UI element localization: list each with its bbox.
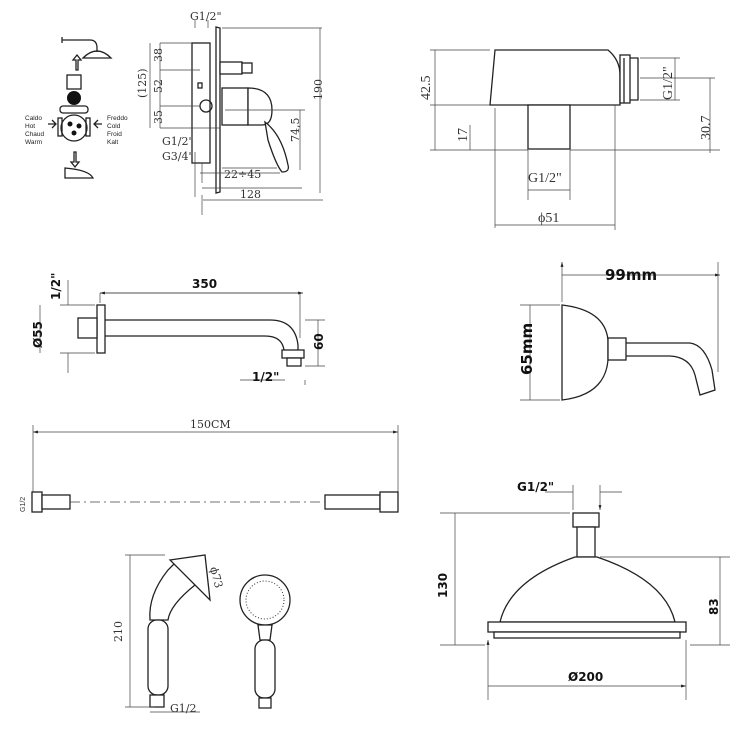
arrow-in-hot-icon: [48, 119, 57, 129]
dim-g12-bottom: G1/2": [528, 171, 562, 186]
dim-phi55: Ø55: [31, 321, 45, 348]
shower-hose: 150CM G1/2: [20, 418, 399, 513]
dim-42-5: 42.5: [419, 76, 434, 101]
label-freddo: Freddo: [107, 115, 128, 122]
label-hot: Hot: [25, 123, 35, 130]
label-caldo: Caldo: [25, 115, 42, 122]
dim-52: 52: [152, 79, 165, 93]
dim-350: 350: [192, 277, 217, 291]
shower-head-icon: [61, 37, 113, 59]
shower-head-thread: G1/2": [517, 480, 554, 494]
arm-wall-fitting: 42.5 17 G1/2" 30.7 G1/2" ϕ51: [419, 49, 720, 230]
cold-label: Freddo Cold Froid Kalt: [107, 115, 128, 146]
dim-190: 190: [312, 79, 325, 100]
label-cold: Cold: [107, 123, 121, 130]
dim-35: 35: [152, 110, 165, 124]
label-chaud: Chaud: [25, 131, 45, 138]
dim-phi73: ϕ73: [207, 565, 225, 589]
wall-bracket: 99mm 65mm: [518, 262, 720, 401]
dim-99mm: 99mm: [605, 266, 657, 284]
dim-g12-side: G1/2": [661, 66, 676, 100]
arrow-in-cold-icon: [93, 119, 102, 129]
dim-150cm: 150CM: [190, 418, 231, 431]
hand-shower-thread: G1/2: [170, 702, 197, 715]
dim-83: 83: [707, 598, 721, 615]
dim-half-inch-top: 1/2": [49, 273, 63, 300]
arrow-down-icon: [69, 151, 81, 169]
dim-38: 38: [152, 48, 165, 62]
dim-17: 17: [456, 128, 471, 142]
shower-arm: 1/2" Ø55 350 60 1/2": [31, 273, 326, 385]
dim-g12-bottom: G1/2": [162, 135, 194, 148]
hose-thread-label: G1/2: [20, 497, 27, 512]
dim-g12-top: G1/2": [190, 10, 222, 23]
dim-60: 60: [312, 333, 326, 350]
dim-g34: G3/4": [162, 150, 194, 163]
spout-icon: [64, 167, 95, 179]
diverter-schematic: Caldo Hot Chaud Warm Freddo Cold Froid K…: [25, 37, 128, 179]
dim-30-7: 30.7: [699, 116, 714, 141]
arrow-up-icon: [71, 53, 83, 71]
diverter-body-icon: [57, 74, 91, 142]
dim-22-45: 22÷45: [224, 168, 261, 181]
dim-74-5: 74,5: [289, 118, 302, 143]
dim-125: (125): [136, 68, 149, 98]
dim-phi51: ϕ51: [538, 211, 559, 226]
hot-label: Caldo Hot Chaud Warm: [25, 115, 45, 146]
label-froid: Froid: [107, 131, 122, 138]
rain-shower-head: G1/2" 130 83 Ø200: [436, 480, 730, 700]
dim-65mm: 65mm: [518, 323, 536, 375]
dim-phi200: Ø200: [568, 670, 603, 684]
dim-128: 128: [240, 188, 261, 201]
dim-half-inch-bottom: 1/2": [252, 370, 279, 384]
label-kalt: Kalt: [107, 139, 118, 146]
dim-210: 210: [112, 621, 125, 642]
label-warm: Warm: [25, 139, 42, 146]
hand-shower: 210 ϕ73 G1/2: [112, 554, 291, 715]
dim-130: 130: [436, 573, 450, 598]
diverter-side-view: G1/2" (125) 38 52 35 190 74,5 G1/2" G3/4…: [136, 10, 325, 215]
